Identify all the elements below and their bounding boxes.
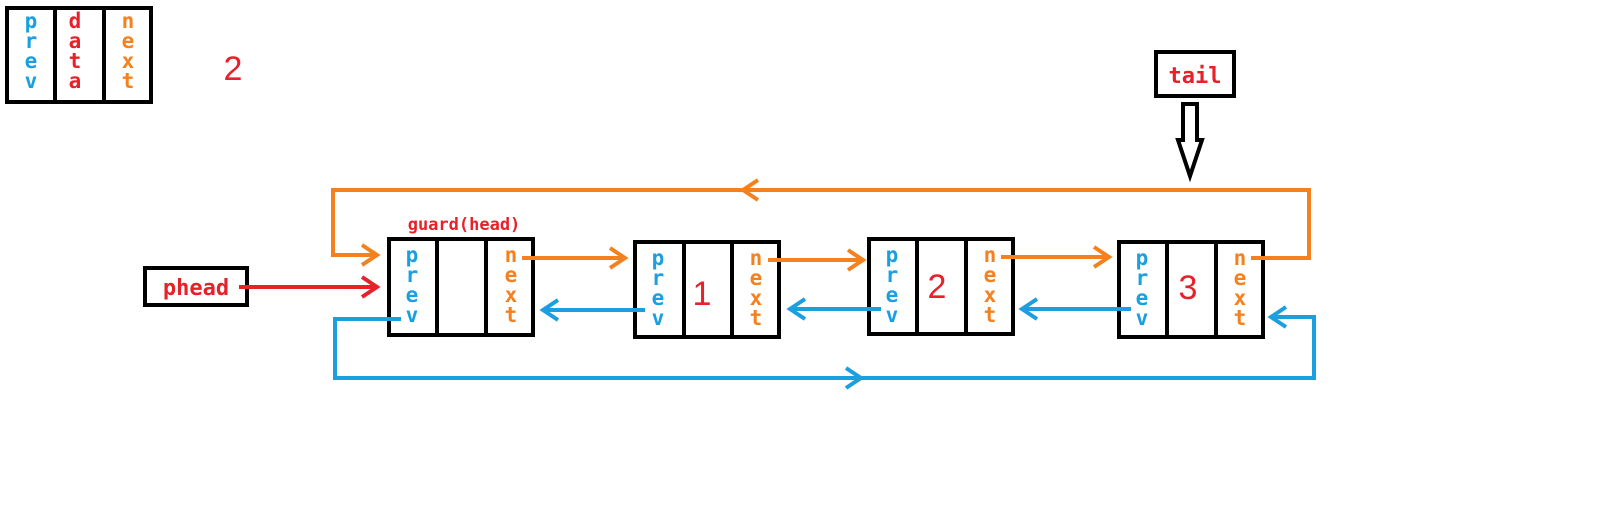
prev-arrow-1-to-guard bbox=[539, 298, 645, 322]
phead-arrow bbox=[239, 275, 381, 299]
node-2-data: 2 bbox=[928, 268, 947, 306]
tail-text: tail bbox=[1169, 64, 1222, 89]
tail-down-arrow bbox=[1175, 102, 1205, 183]
node-3-data: 3 bbox=[1179, 269, 1198, 307]
next-arrow-1-to-2 bbox=[768, 248, 867, 272]
prev-arrow-2-to-1 bbox=[786, 297, 881, 321]
next-arrow-guard-to-1 bbox=[522, 246, 629, 270]
next-arrow-3-to-guard-wrap bbox=[331, 178, 1311, 267]
phead-label: phead bbox=[143, 266, 249, 307]
phead-text: phead bbox=[163, 276, 229, 301]
next-arrow-2-to-3 bbox=[1001, 245, 1113, 269]
tail-label: tail bbox=[1154, 50, 1236, 98]
legend-number: 2 bbox=[224, 50, 243, 88]
next-arrows bbox=[331, 178, 1311, 272]
prev-arrows bbox=[333, 297, 1316, 390]
node-1-data: 1 bbox=[693, 275, 712, 313]
prev-arrow-guard-to-3-wrap bbox=[333, 305, 1316, 390]
prev-arrow-3-to-2 bbox=[1018, 297, 1131, 321]
guard-head-label: guard(head) bbox=[408, 215, 521, 235]
